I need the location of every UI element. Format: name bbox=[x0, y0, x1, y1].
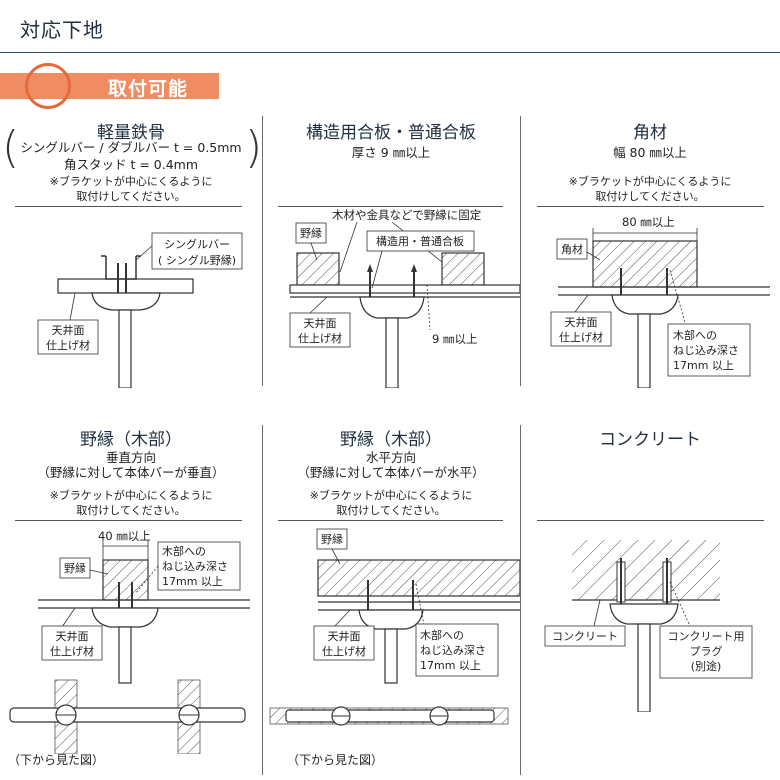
plug-label: コンクリート用 bbox=[668, 630, 745, 643]
column-divider bbox=[520, 425, 521, 775]
kakuzai-label: 角材 bbox=[561, 242, 583, 256]
section-title: 野縁（木部） bbox=[340, 430, 442, 450]
steel-diagram: シングルバー ( シングル野縁) 天井面 仕上げ材 bbox=[37, 232, 243, 388]
section-spec: 水平方向 bbox=[365, 450, 416, 465]
section-rule bbox=[15, 206, 242, 207]
plywood-label: 構造用・普通合板 bbox=[376, 234, 464, 248]
ceiling-label: 天井面 bbox=[304, 316, 337, 330]
section-note: ※ブラケットが中心にくるように bbox=[49, 489, 213, 502]
section-rule bbox=[537, 206, 764, 207]
screw-label: 17mm 以上 bbox=[420, 659, 481, 672]
depth-label: 9 ㎜以上 bbox=[432, 332, 477, 346]
left-paren: ( bbox=[2, 122, 20, 173]
finish-label: 仕上げ材 bbox=[50, 644, 94, 658]
section-rule bbox=[15, 520, 242, 521]
bar-label: シングルバー bbox=[164, 237, 230, 251]
section-title: 野縁（木部） bbox=[80, 430, 182, 450]
screw-label: ねじ込み深さ bbox=[673, 344, 739, 357]
fix-label: 木材や金具などで野縁に固定 bbox=[332, 208, 482, 222]
nobuchi-label: 野縁 bbox=[321, 532, 343, 546]
finish-label: 仕上げ材 bbox=[559, 330, 603, 344]
section-spec: 厚さ 9 ㎜以上 bbox=[351, 145, 431, 160]
section-note: 取付けしてください。 bbox=[76, 190, 186, 203]
section-spec: 幅 80 ㎜以上 bbox=[613, 145, 687, 160]
ceiling-label: 天井面 bbox=[565, 315, 598, 329]
section-spec: 垂直方向 bbox=[105, 450, 156, 465]
section-title: 構造用合板・普通合板 bbox=[306, 123, 476, 143]
column-divider bbox=[520, 116, 521, 386]
section-title: 角材 bbox=[633, 123, 667, 143]
nobuchi-horizontal-diagram: 野縁 天井面 仕上げ材 木部への ねじ込み深さ 17mm 以上 bbox=[269, 528, 520, 726]
plug-label: プラグ bbox=[690, 644, 723, 658]
screw-label: ねじ込み深さ bbox=[420, 644, 486, 657]
nobuchi-label: 野縁 bbox=[64, 561, 86, 575]
kakuzai-diagram: 80 ㎜以上 角材 天井面 仕上げ材 木部への ねじ込み深さ 17mm 以上 bbox=[550, 215, 770, 388]
column-divider bbox=[262, 116, 263, 386]
plug-label: (別途) bbox=[691, 659, 722, 673]
screw-label: ねじ込み深さ bbox=[162, 560, 228, 573]
bottom-view-caption: （下から見た図） bbox=[8, 753, 105, 767]
section-spec: （野縁に対して本体バーが水平） bbox=[297, 465, 485, 480]
section-rule bbox=[278, 206, 503, 207]
section-note: ※ブラケットが中心にくるように bbox=[309, 489, 473, 502]
screw-label: 木部への bbox=[420, 628, 464, 642]
column-divider bbox=[262, 425, 263, 775]
right-paren: ) bbox=[245, 122, 263, 173]
plywood-diagram: 木材や金具などで野縁に固定 野縁 構造用・普通合板 天井面 仕上げ材 9 ㎜以上 bbox=[289, 208, 520, 388]
bottom-view-caption: （下から見た図） bbox=[287, 753, 384, 767]
bar-sub-label: ( シングル野縁) bbox=[158, 253, 236, 267]
section-note: 取付けしてください。 bbox=[76, 504, 186, 517]
screw-label: 木部への bbox=[673, 328, 717, 342]
section-note: ※ブラケットが中心にくるように bbox=[568, 175, 732, 188]
section-title: コンクリート bbox=[599, 430, 701, 450]
screw-label: 17mm 以上 bbox=[673, 359, 734, 372]
nobuchi-label: 野縁 bbox=[300, 226, 322, 240]
section-title: 軽量鉄骨 bbox=[97, 123, 165, 143]
header-divider bbox=[0, 52, 780, 53]
finish-label: 仕上げ材 bbox=[46, 338, 90, 352]
section-spec: （野縁に対して本体バーが垂直） bbox=[37, 465, 225, 480]
screw-label: 木部への bbox=[162, 544, 206, 558]
section-rule bbox=[537, 520, 764, 521]
concrete-diagram: コンクリート コンクリート用 プラグ (別途) bbox=[544, 540, 753, 712]
ceiling-label: 天井面 bbox=[52, 323, 85, 337]
section-note: 取付けしてください。 bbox=[336, 504, 446, 517]
finish-label: 仕上げ材 bbox=[322, 644, 366, 658]
ceiling-label: 天井面 bbox=[328, 629, 361, 643]
width-label: 80 ㎜以上 bbox=[622, 215, 675, 229]
finish-label: 仕上げ材 bbox=[298, 331, 342, 345]
section-note: 取付けしてください。 bbox=[595, 190, 705, 203]
banner-label: 取付可能 bbox=[108, 78, 189, 100]
concrete-label: コンクリート bbox=[552, 630, 618, 643]
ceiling-label: 天井面 bbox=[56, 629, 89, 643]
screw-label: 17mm 以上 bbox=[162, 575, 223, 588]
circle-icon bbox=[25, 63, 71, 109]
nobuchi-vertical-diagram: 40 ㎜以上 野縁 木部への ねじ込み深さ 17mm 以上 天井面 仕上げ材 bbox=[9, 529, 250, 754]
section-note: ※ブラケットが中心にくるように bbox=[49, 175, 213, 188]
section-spec: シングルバー / ダブルバー t = 0.5mm bbox=[20, 140, 242, 155]
page-title: 対応下地 bbox=[20, 18, 104, 42]
section-spec: 角スタッド t = 0.4mm bbox=[63, 157, 199, 172]
width-label: 40 ㎜以上 bbox=[98, 529, 151, 543]
section-rule bbox=[278, 520, 503, 521]
